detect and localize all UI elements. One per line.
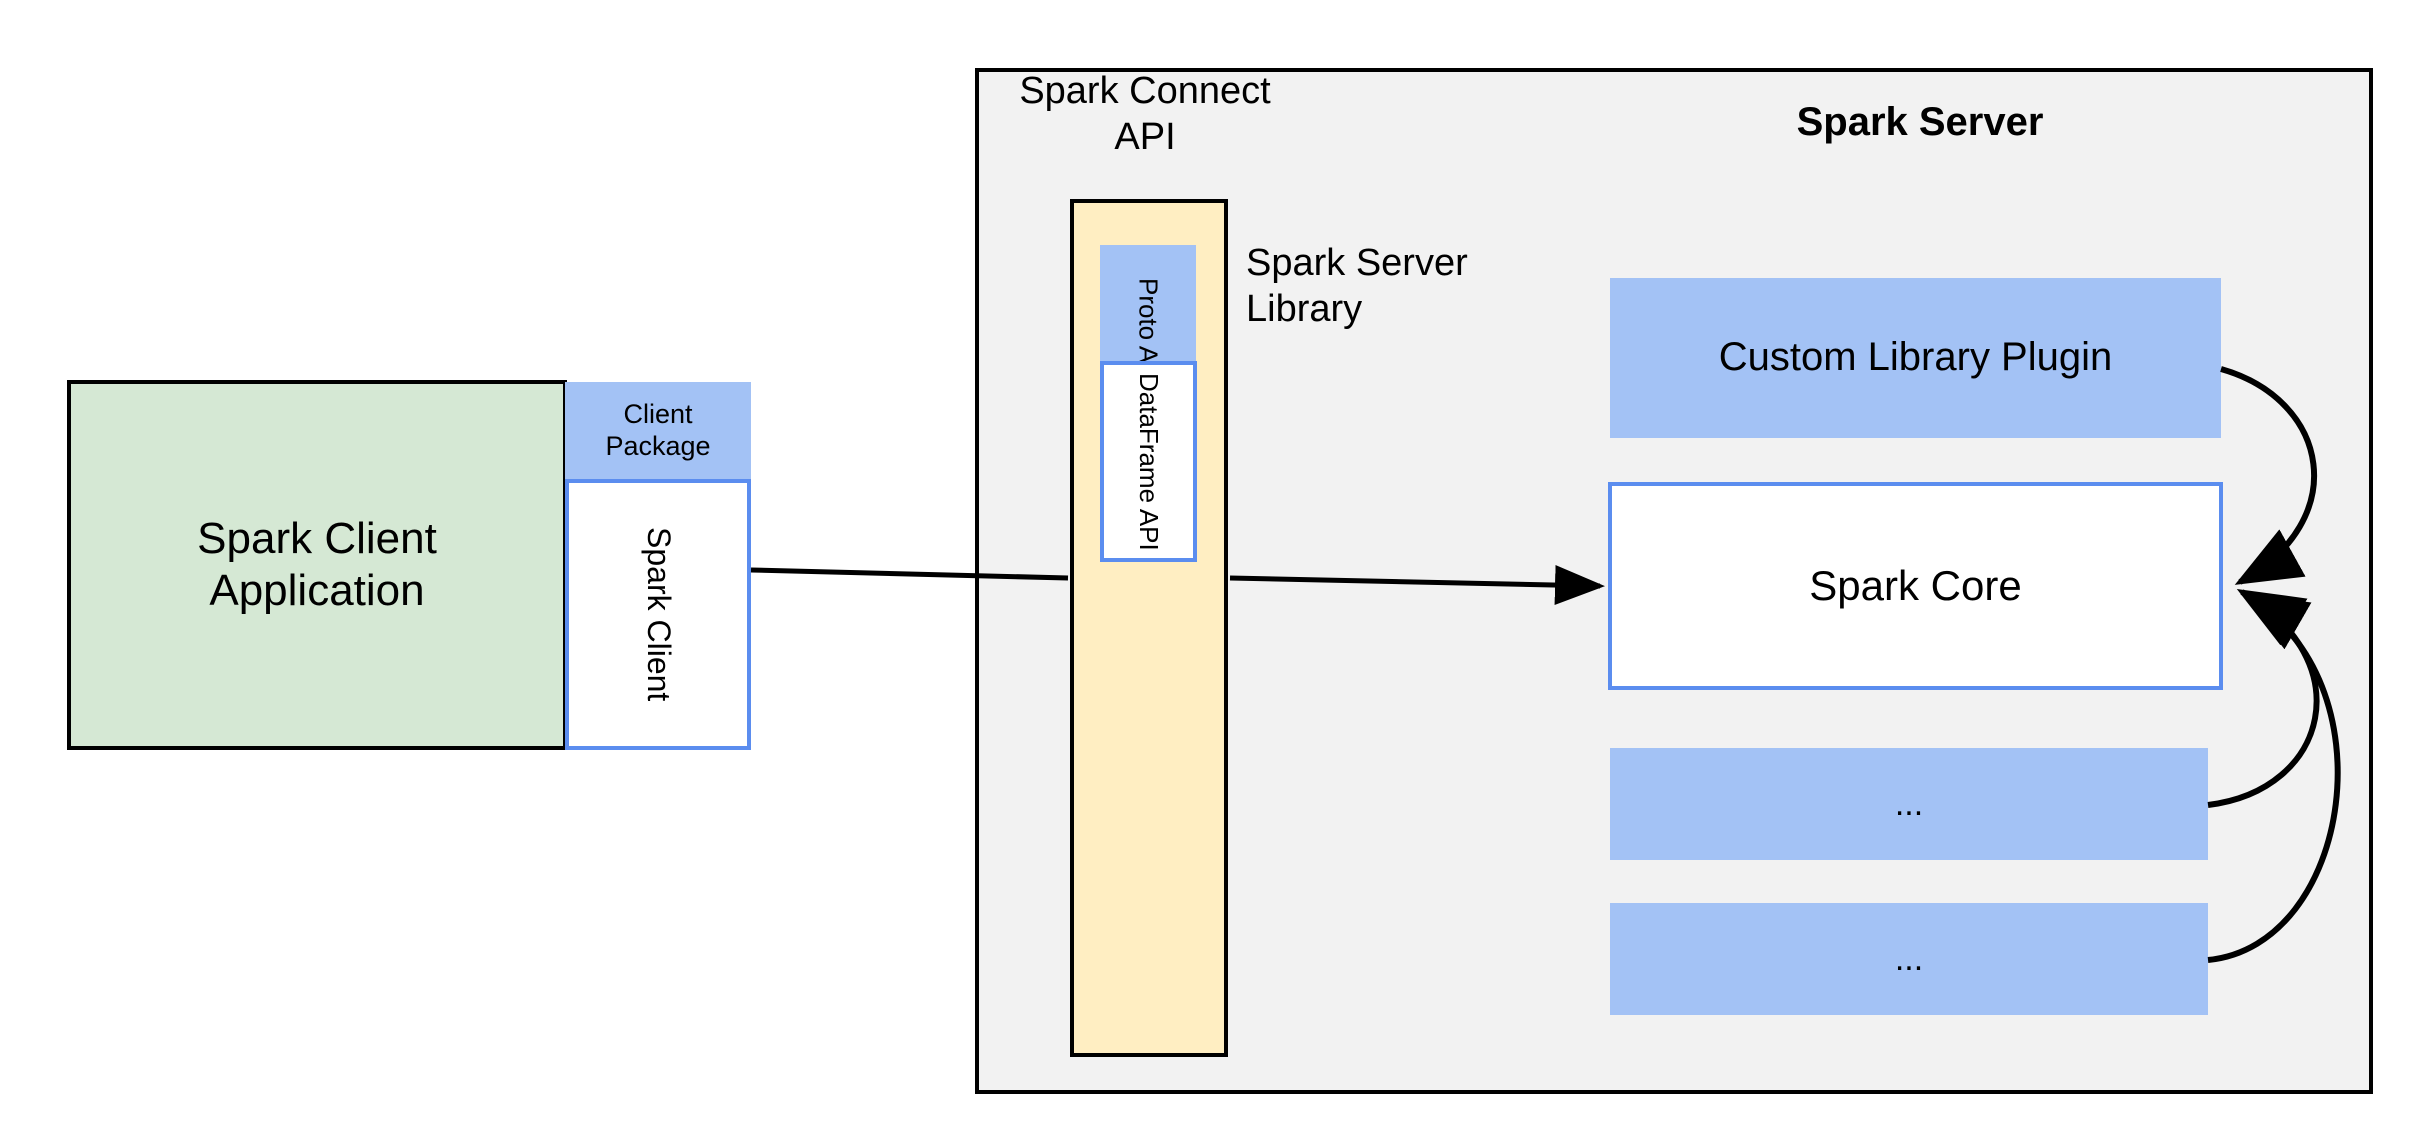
- server-module-ellipsis-2-label: ...: [1894, 939, 1924, 978]
- custom-library-plugin-box[interactable]: Custom Library Plugin: [1610, 278, 2221, 438]
- spark-client-label: Spark Client: [640, 527, 677, 702]
- client-package-label: Client Package: [605, 398, 711, 461]
- spark-core-box[interactable]: Spark Core: [1608, 482, 2223, 690]
- dataframe-api-box[interactable]: DataFrame API: [1100, 361, 1197, 562]
- dataframe-api-label: DataFrame API: [1133, 372, 1164, 551]
- spark-core-label: Spark Core: [1809, 562, 2022, 610]
- spark-client-application-box[interactable]: Spark Client Application: [67, 380, 567, 750]
- server-module-ellipsis-2[interactable]: ...: [1610, 903, 2208, 1015]
- server-module-ellipsis-1-label: ...: [1894, 784, 1924, 823]
- spark-connect-api-label: Spark Connect API: [1019, 70, 1271, 159]
- server-module-ellipsis-1[interactable]: ...: [1610, 748, 2208, 860]
- custom-library-plugin-label: Custom Library Plugin: [1718, 335, 2113, 380]
- spark-server-library-label: Spark Server Library: [1246, 242, 1468, 331]
- spark-server-title: Spark Server: [1796, 100, 2044, 144]
- spark-client-box[interactable]: Spark Client: [565, 479, 751, 750]
- spark-client-application-label: Spark Client Application: [197, 514, 437, 615]
- client-package-box[interactable]: Client Package: [565, 382, 751, 479]
